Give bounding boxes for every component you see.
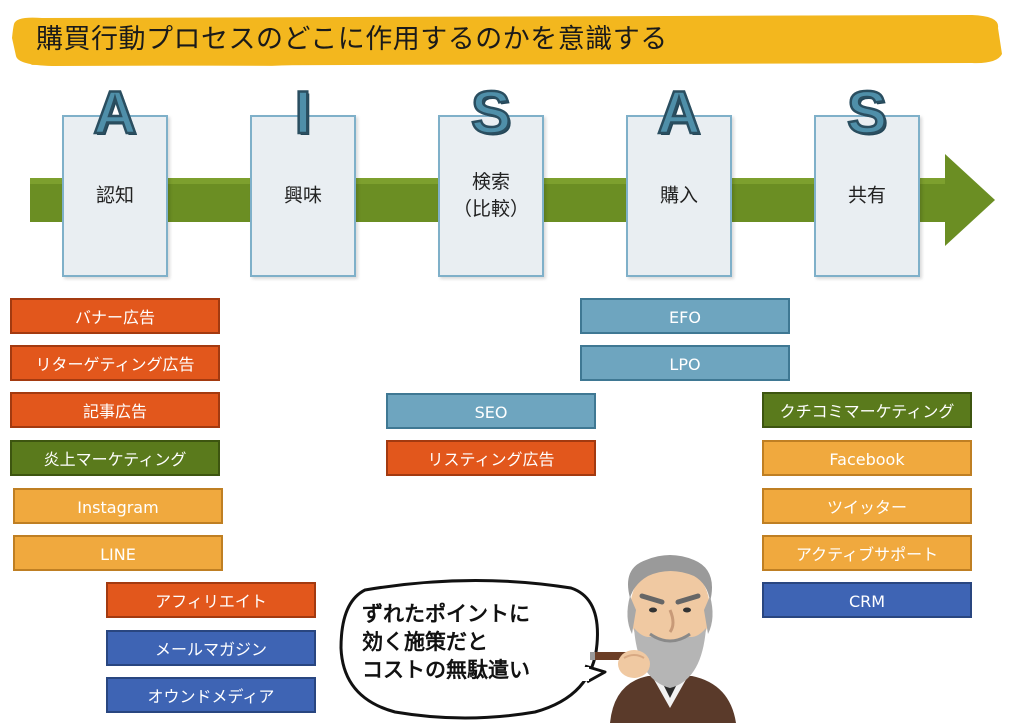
tactic-affiliate: アフィリエイト bbox=[106, 582, 316, 618]
tactic-email-magazine: メールマガジン bbox=[106, 630, 316, 666]
tactic-lpo: LPO bbox=[580, 345, 790, 381]
tactic-listing-ad: リスティング広告 bbox=[386, 440, 596, 476]
tactic-efo: EFO bbox=[580, 298, 790, 334]
speech-bubble-text: ずれたポイントに 効く施策だと コストの無駄遣い bbox=[362, 602, 530, 682]
tactic-owned-media: オウンドメディア bbox=[106, 677, 316, 713]
stage-label: 興味 bbox=[283, 184, 322, 207]
title-banner bbox=[12, 15, 1002, 66]
stage-card-attention: 認知 bbox=[62, 115, 168, 277]
stage-card-search: 検索 （比較） bbox=[438, 115, 544, 277]
tactic-article-ad: 記事広告 bbox=[10, 392, 220, 428]
stage-letter: A bbox=[92, 78, 138, 147]
stage-label: 検索 （比較） bbox=[452, 171, 529, 220]
stage-letter: A bbox=[656, 78, 702, 147]
tactic-banner-ad: バナー広告 bbox=[10, 298, 220, 334]
tactic-instagram: Instagram bbox=[13, 488, 223, 524]
tactic-active-support: アクティブサポート bbox=[762, 535, 972, 571]
tactic-facebook: Facebook bbox=[762, 440, 972, 476]
tactic-twitter: ツイッター bbox=[762, 488, 972, 524]
tactic-word-of-mouth: クチコミマーケティング bbox=[762, 392, 972, 428]
tactic-seo: SEO bbox=[386, 393, 596, 429]
stage-card-interest: 興味 bbox=[250, 115, 356, 277]
tactic-flame-marketing: 炎上マーケティング bbox=[10, 440, 220, 476]
stage-label: 共有 bbox=[847, 184, 886, 207]
tactic-crm: CRM bbox=[762, 582, 972, 618]
stage-label: 認知 bbox=[95, 184, 134, 207]
tactic-line: LINE bbox=[13, 535, 223, 571]
stage-letter: S bbox=[470, 78, 513, 147]
stage-card-share: 共有 bbox=[814, 115, 920, 277]
tactic-retargeting-ad: リターゲティング広告 bbox=[10, 345, 220, 381]
old-man-with-cigar-icon bbox=[590, 555, 736, 723]
stage-letter: I bbox=[293, 78, 312, 147]
speech-bubble-icon bbox=[339, 578, 607, 720]
page-title: 購買行動プロセスのどこに作用するのかを意識する bbox=[36, 24, 668, 55]
stage-card-action: 購入 bbox=[626, 115, 732, 277]
stage-label: 購入 bbox=[659, 184, 698, 207]
stage-letter: S bbox=[846, 78, 889, 147]
